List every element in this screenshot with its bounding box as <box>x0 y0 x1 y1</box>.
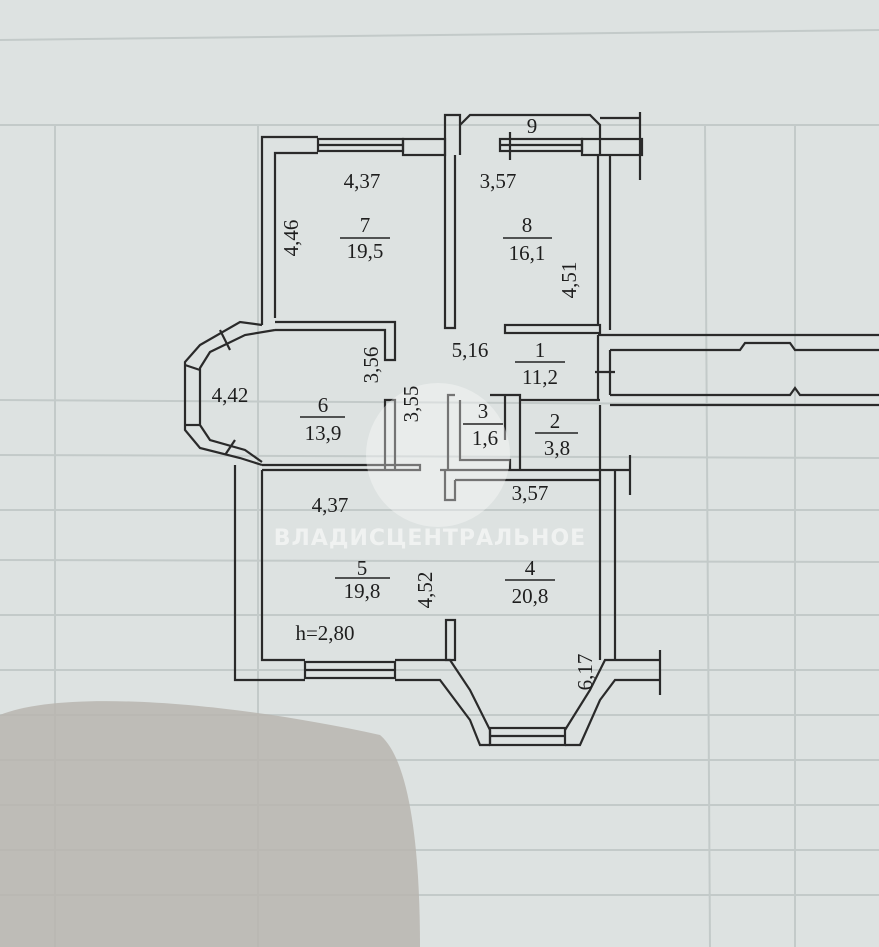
room-7-area: 19,5 <box>347 239 384 263</box>
room-8-number: 8 <box>522 213 533 237</box>
room-9-number: 9 <box>527 114 538 138</box>
watermark: ВЛАДИСЦЕНТРАЛЬНОЕ <box>274 383 586 551</box>
room-1-area: 11,2 <box>522 365 558 389</box>
dimension: 3,57 <box>480 169 517 193</box>
dimension: 4,37 <box>312 493 349 517</box>
dimension: 4,52 <box>413 572 437 609</box>
ceiling-height: h=2,80 <box>295 621 354 645</box>
dimension: 3,55 <box>399 386 423 423</box>
dimension: 3,56 <box>359 347 383 384</box>
room-4-number: 4 <box>525 556 536 580</box>
room-7-number: 7 <box>360 213 371 237</box>
dimension: 4,37 <box>344 169 381 193</box>
watermark-text: ВЛАДИСЦЕНТРАЛЬНОЕ <box>274 526 586 551</box>
dimension: 4,46 <box>279 220 303 257</box>
room-6-number: 6 <box>318 393 329 417</box>
walls <box>183 112 879 747</box>
room-2-number: 2 <box>550 409 561 433</box>
room-3-number: 3 <box>478 399 489 423</box>
dimension-labels: 4,37 3,57 4,46 4,51 5,16 3,56 3,55 4,42 … <box>212 169 597 690</box>
room-3-area: 1,6 <box>472 426 498 450</box>
dimension: 3,57 <box>512 481 549 505</box>
dimension: 4,51 <box>557 262 581 299</box>
room-labels: 7 19,5 8 16,1 9 1 11,2 2 3,8 3 1,6 6 13,… <box>300 114 578 608</box>
dimension: 4,42 <box>212 383 249 407</box>
room-6-area: 13,9 <box>305 421 342 445</box>
room-5-area: 19,8 <box>344 579 381 603</box>
room-8-area: 16,1 <box>509 241 546 265</box>
room-4-area: 20,8 <box>512 584 549 608</box>
shadow <box>0 701 420 947</box>
dimension: 6,17 <box>573 654 597 691</box>
room-2-area: 3,8 <box>544 436 570 460</box>
room-5-number: 5 <box>357 556 368 580</box>
dimension: 5,16 <box>452 338 489 362</box>
room-1-number: 1 <box>535 338 546 362</box>
